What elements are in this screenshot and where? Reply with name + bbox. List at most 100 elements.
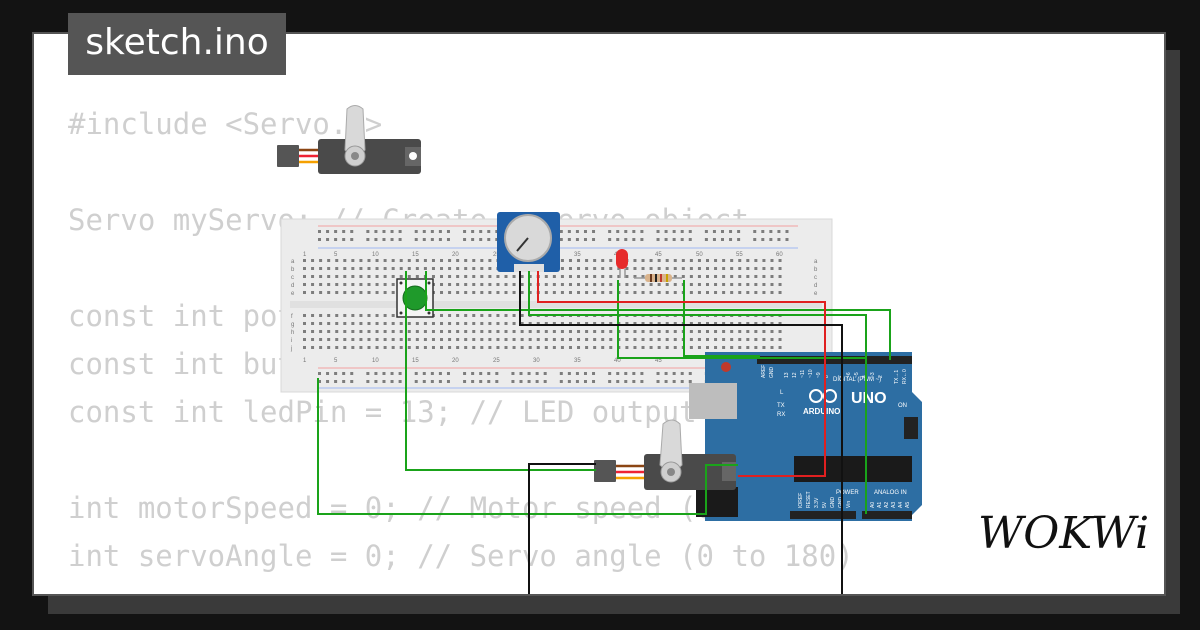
pin-label: A5 [905, 502, 911, 508]
breadboard-hole [422, 372, 426, 375]
breadboard-hole [544, 346, 548, 349]
breadboard-hole [359, 259, 363, 262]
breadboard-hole [415, 275, 419, 278]
breadboard-hole [367, 267, 371, 270]
breadboard-hole [446, 380, 450, 383]
breadboard-hole [778, 322, 782, 325]
breadboard-hole [472, 346, 476, 349]
column-number: 45 [655, 358, 662, 364]
breadboard-hole [350, 238, 354, 241]
breadboard-hole [625, 283, 629, 286]
resistor-icon[interactable] [634, 274, 682, 282]
breadboard-hole [738, 322, 742, 325]
breadboard-hole [431, 346, 435, 349]
breadboard-hole [448, 259, 452, 262]
breadboard-hole [382, 238, 386, 241]
breadboard-hole [311, 267, 315, 270]
breadboard-hole [303, 314, 306, 317]
breadboard-hole [383, 330, 387, 333]
breadboard-hole [488, 314, 492, 317]
breadboard-hole [422, 230, 426, 233]
potentiometer-icon[interactable] [497, 212, 560, 272]
breadboard-hole [423, 322, 427, 325]
reset-button[interactable] [721, 362, 731, 372]
breadboard-hole [785, 230, 789, 233]
servo-icon[interactable] [277, 105, 421, 175]
breadboard-hole [464, 259, 468, 262]
breadboard-hole [335, 314, 339, 317]
wire-green [683, 280, 760, 357]
breadboard-hole [496, 322, 500, 325]
breadboard-hole [544, 338, 548, 341]
breadboard-hole [359, 330, 363, 333]
breadboard-hole [446, 238, 450, 241]
code-line: int servoAngle = 0; // Servo angle (0 to… [68, 539, 854, 573]
led-icon[interactable] [616, 249, 628, 278]
breadboard-hole [359, 346, 363, 349]
breadboard-hole [567, 238, 571, 241]
breadboard-hole [585, 283, 589, 286]
arduino-uno-board[interactable]: ARDUINO UNO DIGITAL (PWM ~) POWER ANALOG… [689, 352, 922, 521]
breadboard-hole [488, 346, 492, 349]
row-letter: i [291, 338, 292, 344]
breadboard-hole [350, 230, 354, 233]
breadboard-hole [577, 338, 581, 341]
pin-label: ~6 [846, 372, 852, 378]
breadboard-hole [754, 330, 758, 333]
breadboard-hole [585, 322, 589, 325]
microcontroller-chip [794, 456, 912, 482]
breadboard-hole [335, 338, 339, 341]
pushbutton-icon[interactable] [396, 278, 434, 318]
breadboard-hole [706, 259, 709, 262]
breadboard-hole [657, 338, 661, 341]
breadboard-hole [414, 380, 418, 383]
breadboard-hole [585, 291, 589, 294]
breadboard-hole [351, 346, 355, 349]
sketch-filename-tab: sketch.ino [68, 13, 286, 75]
breadboard-hole [383, 314, 387, 317]
servo-icon[interactable] [594, 419, 736, 490]
breadboard-hole [430, 372, 434, 375]
breadboard-hole [601, 338, 605, 341]
breadboard-hole [593, 330, 597, 333]
breadboard-hole [351, 338, 355, 341]
breadboard-hole [440, 330, 444, 333]
breadboard-hole [415, 322, 419, 325]
breadboard-hole [472, 283, 476, 286]
breadboard-hole [472, 259, 476, 262]
breadboard-hole [335, 322, 339, 325]
pin-label: A3 [891, 502, 897, 508]
l-label: L [780, 390, 784, 396]
breadboard-hole [383, 346, 387, 349]
breadboard-hole [625, 322, 629, 325]
breadboard-hole [367, 322, 371, 325]
breadboard-hole [778, 275, 782, 278]
breadboard-hole [520, 275, 524, 278]
breadboard-hole [649, 291, 653, 294]
breadboard-hole [488, 283, 492, 286]
breadboard-hole [753, 230, 757, 233]
breadboard-hole [423, 346, 427, 349]
breadboard-hole [456, 346, 460, 349]
pin-label: ~3 [870, 372, 876, 378]
breadboard-hole [383, 275, 387, 278]
breadboard-hole [616, 238, 620, 241]
breadboard-hole [311, 330, 315, 333]
pin-label: ~9 [816, 372, 822, 378]
breadboard-hole [649, 346, 653, 349]
column-number: 1 [303, 358, 307, 364]
breadboard-hole [382, 380, 386, 383]
breadboard-hole [738, 259, 742, 262]
breadboard-hole [722, 259, 726, 262]
breadboard-hole [318, 380, 321, 383]
row-letter: c [291, 275, 294, 281]
row-letter: d [814, 283, 817, 289]
breadboard-hole [438, 238, 442, 241]
breadboard-hole [609, 330, 613, 333]
breadboard-hole [544, 322, 548, 325]
breadboard-hole [520, 314, 524, 317]
breadboard-hole [681, 275, 685, 278]
breadboard-hole [601, 259, 605, 262]
breadboard-hole [754, 259, 758, 262]
breadboard-hole [464, 267, 468, 270]
